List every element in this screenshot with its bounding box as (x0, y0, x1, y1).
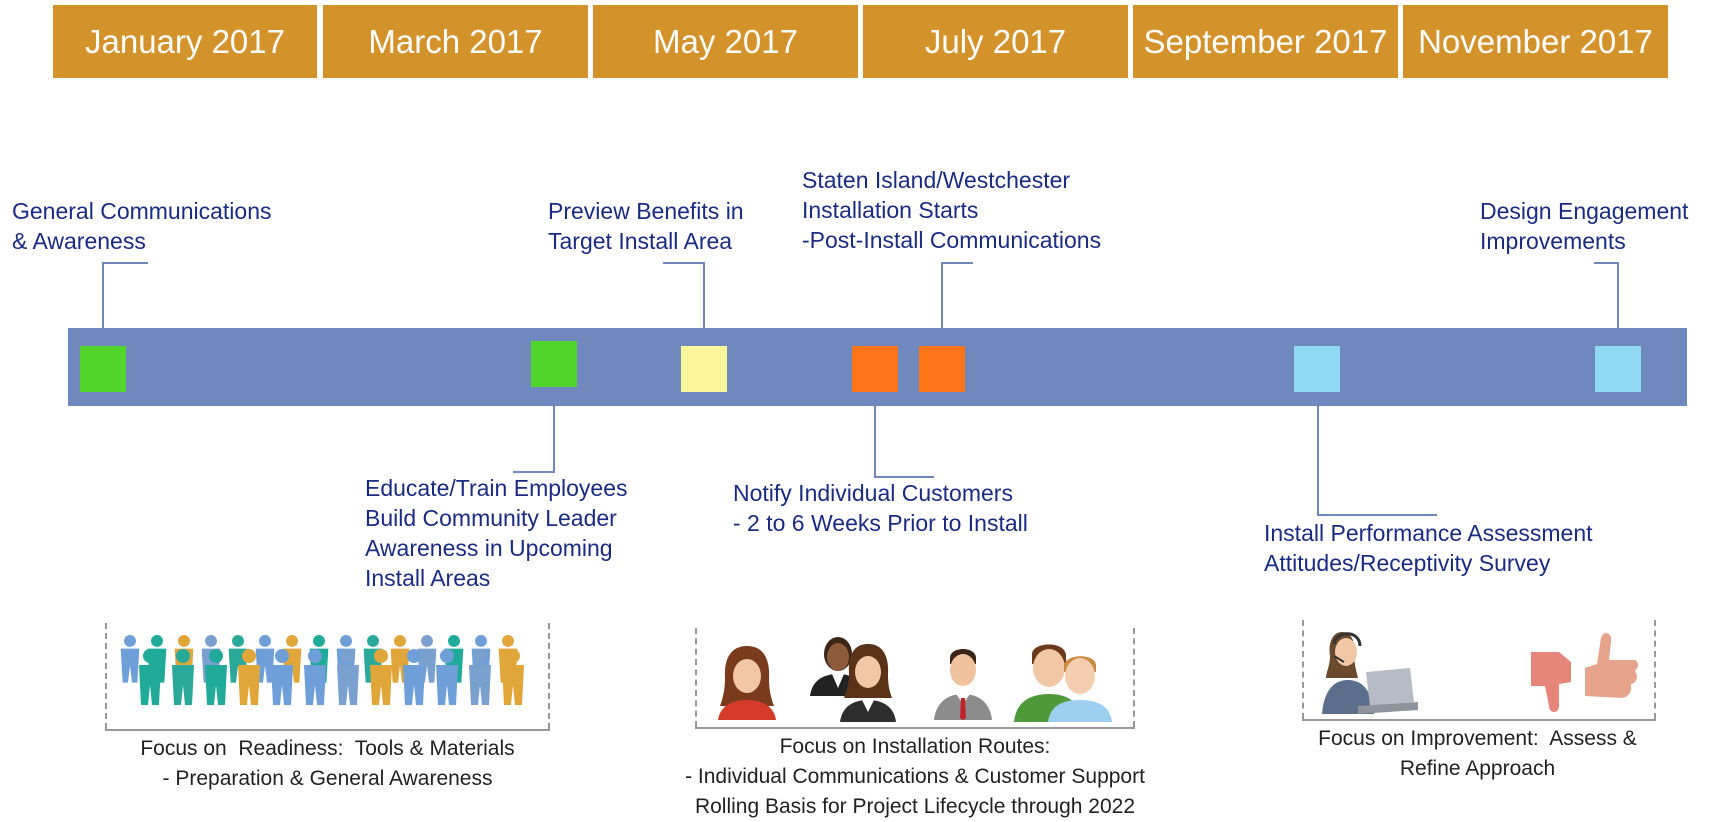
woman-avatar-icon (718, 646, 776, 720)
month-header-september: September 2017 (1133, 5, 1398, 78)
month-header-march: March 2017 (323, 5, 588, 78)
connector-line (703, 262, 705, 328)
connector-line (102, 262, 104, 328)
milestone-label-design-engagement: Design Engagement Improvements (1480, 198, 1689, 254)
two-men-avatar-icon (1014, 644, 1112, 722)
focus-caption-installation-routes: Focus on Installation Routes: - Individu… (685, 735, 1145, 818)
bracket-left (1302, 620, 1304, 719)
milestone-label-staten-island: Staten Island/Westchester Installation S… (802, 167, 1102, 253)
focus-caption-improvement: Focus on Improvement: Assess & Refine Ap… (1318, 727, 1637, 780)
crowd-of-people-icon (120, 635, 524, 705)
connector-line (941, 262, 943, 328)
connector-line (553, 406, 555, 472)
bracket-right (1654, 620, 1656, 719)
connector-line (1317, 406, 1319, 515)
connector-line (513, 471, 555, 473)
milestone-marker-light-blue (1294, 346, 1340, 392)
milestone-label-preview-benefits: Preview Benefits in Target Install Area (548, 198, 744, 254)
connector-line (874, 476, 934, 478)
milestone-marker-green (531, 341, 577, 387)
connector-line (874, 406, 876, 477)
bracket-base (1302, 719, 1656, 721)
connector-line (102, 262, 148, 264)
thumbs-down-up-icon (1531, 633, 1638, 712)
connector-line (1617, 262, 1619, 328)
businessman-avatar-icon (934, 649, 992, 720)
month-header-november: November 2017 (1403, 5, 1668, 78)
connector-line (941, 262, 973, 264)
month-header-july: July 2017 (863, 5, 1128, 78)
bracket-base (105, 729, 550, 731)
focus-caption-readiness: Focus on Readiness: Tools & Materials - … (140, 737, 515, 790)
connector-line (1317, 514, 1437, 516)
milestone-marker-green (80, 346, 126, 392)
month-header-january: January 2017 (53, 5, 317, 78)
bracket-base (695, 727, 1135, 729)
bracket-left (105, 623, 107, 729)
connector-line (1594, 262, 1619, 264)
milestone-marker-orange (919, 346, 965, 392)
milestone-label-educate-train: Educate/Train Employees Build Community … (365, 475, 628, 591)
milestone-marker-orange (852, 346, 898, 392)
bracket-right (548, 623, 550, 729)
milestone-marker-yellow (681, 346, 727, 392)
milestone-label-performance-assessment: Install Performance Assessment Attitudes… (1264, 520, 1593, 576)
milestone-marker-light-blue (1595, 346, 1641, 392)
call-center-agent-icon (1322, 632, 1418, 714)
connector-line (663, 262, 705, 264)
milestone-label-notify-customers: Notify Individual Customers - 2 to 6 Wee… (733, 480, 1028, 536)
month-header-may: May 2017 (593, 5, 858, 78)
bracket-left (695, 628, 697, 727)
milestone-label-general-communications: General Communications & Awareness (12, 198, 272, 254)
bracket-right (1133, 628, 1135, 727)
business-women-icon (810, 637, 896, 722)
